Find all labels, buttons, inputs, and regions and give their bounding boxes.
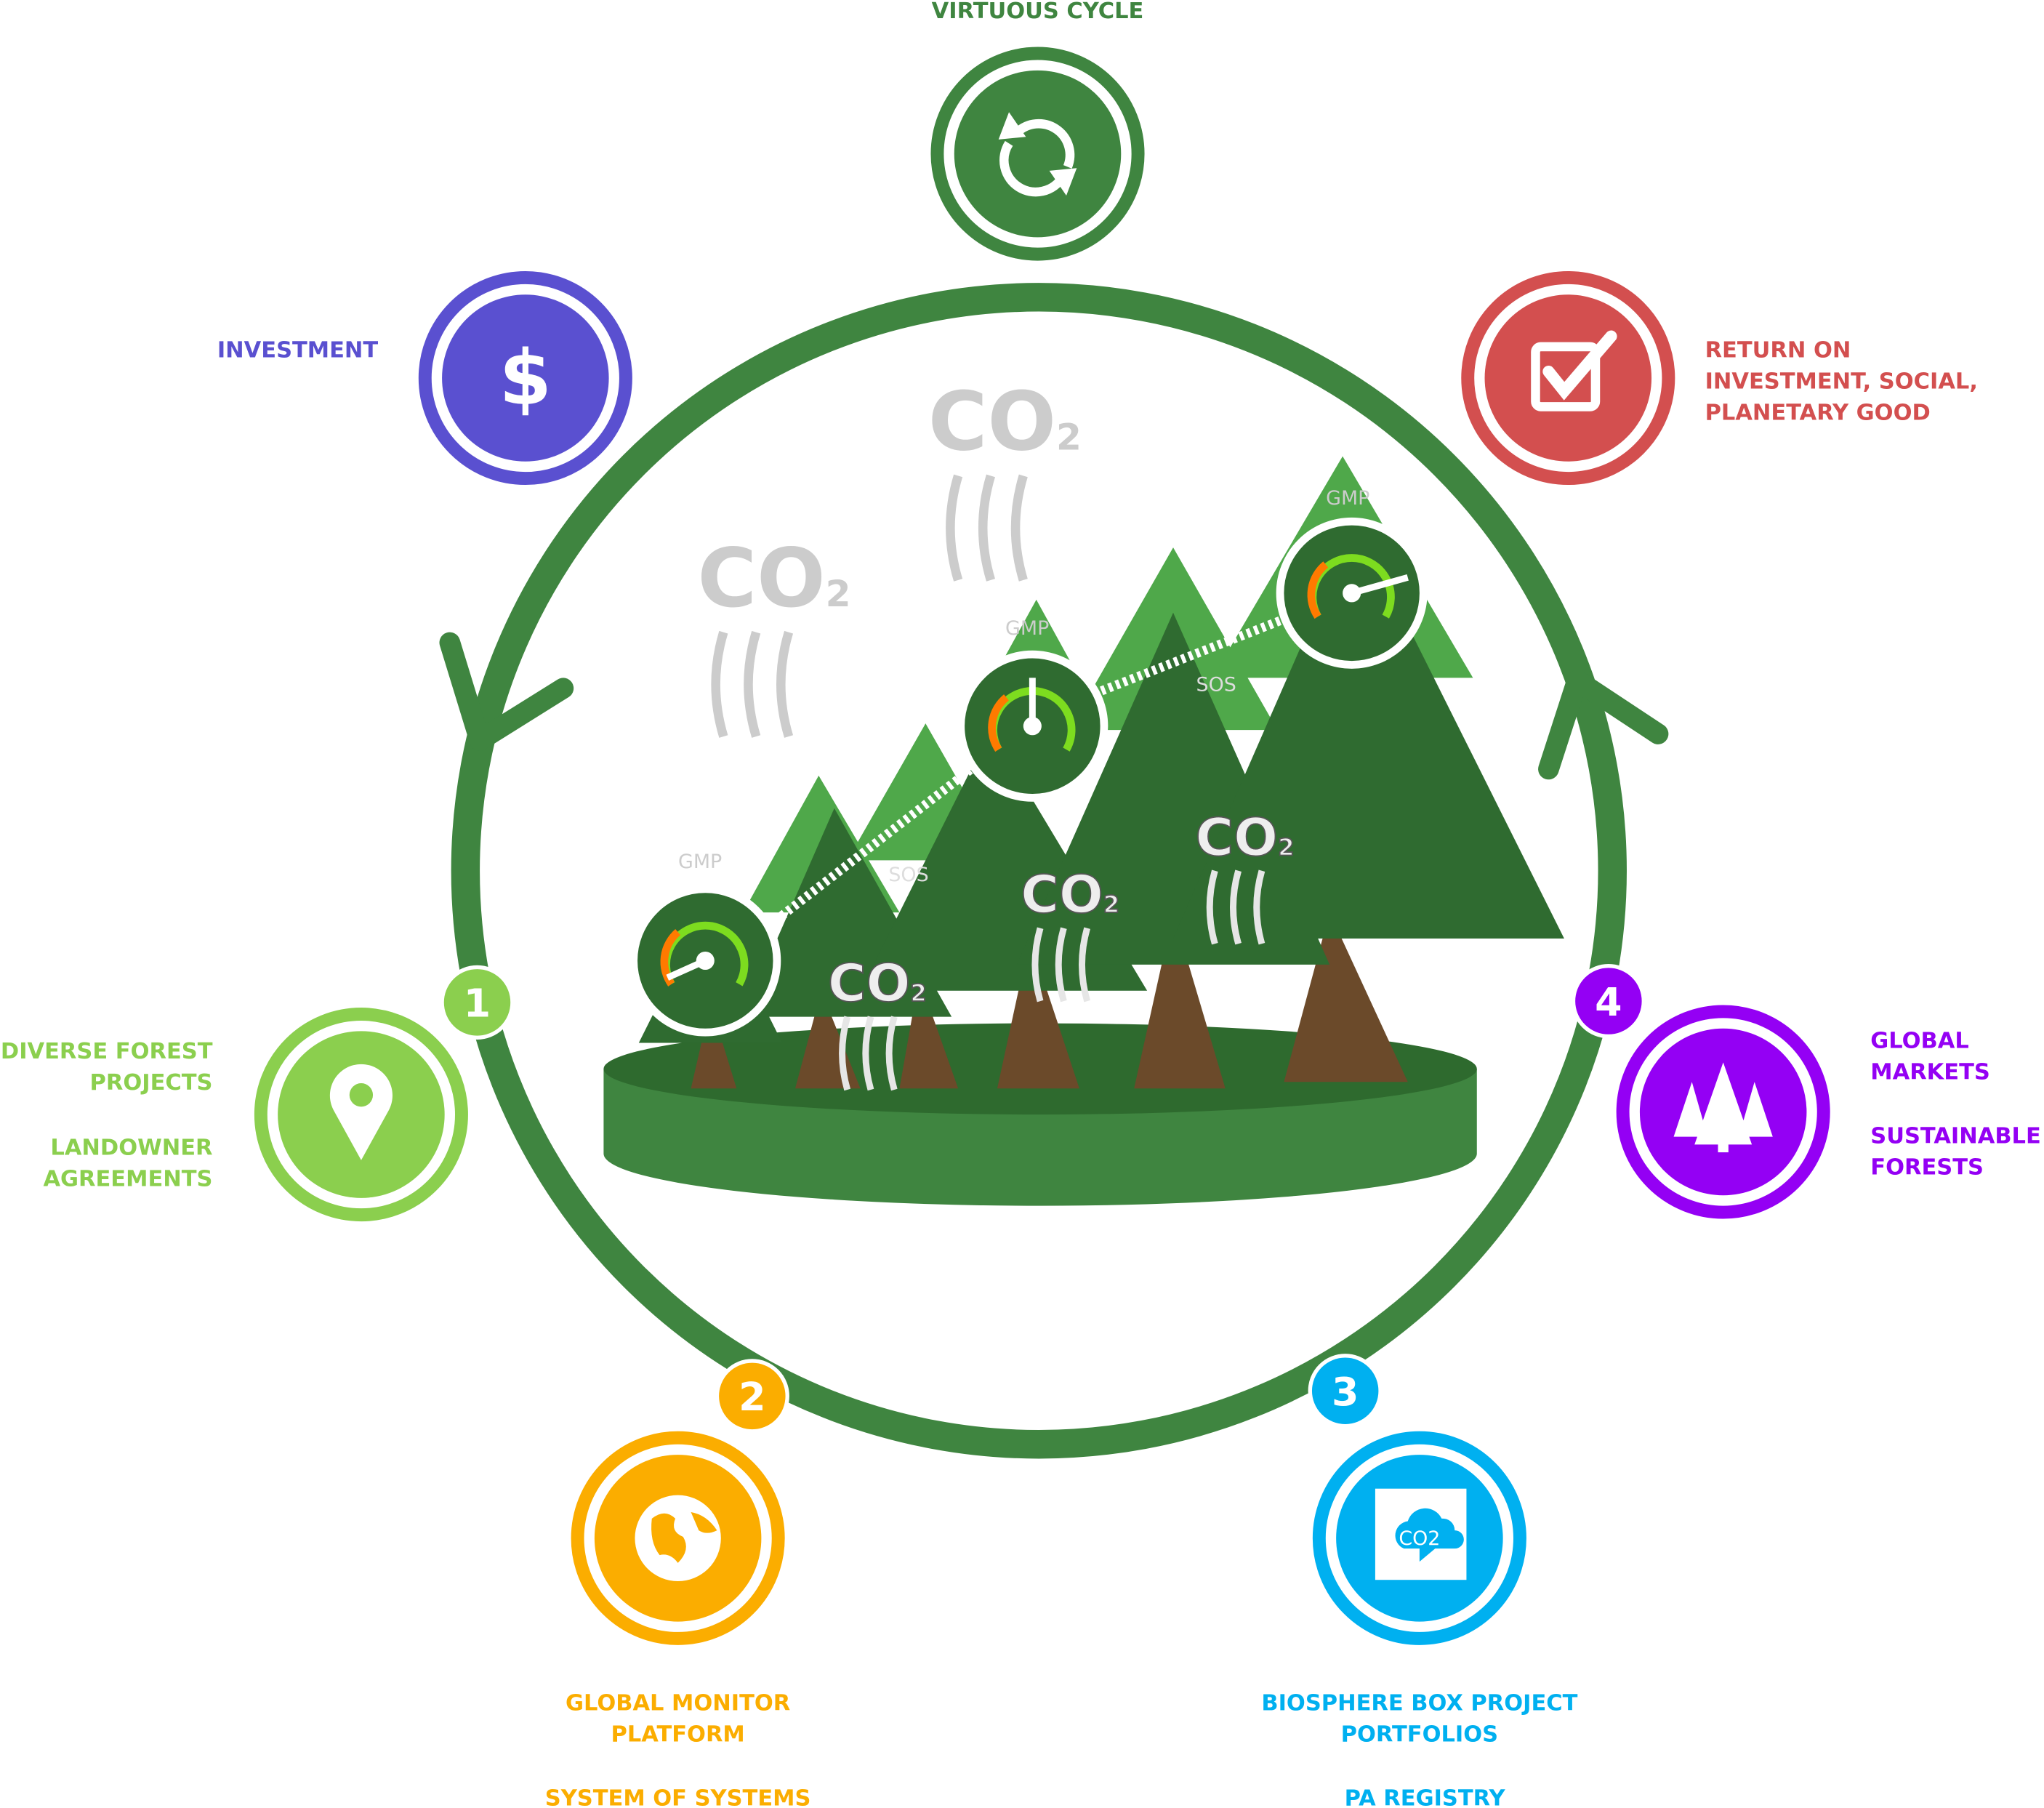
svg-text:GMP: GMP <box>1005 617 1049 640</box>
globe-icon <box>635 1495 721 1582</box>
tree-trunks <box>691 912 1408 1089</box>
cycle-arrowhead-left <box>439 632 574 751</box>
step2-node: 2 <box>571 1359 789 1645</box>
svg-text:CO2: CO2 <box>1399 1527 1440 1550</box>
co2-down-arrows <box>711 474 1028 738</box>
step3-node: CO2 3 <box>1308 1354 1526 1645</box>
sos-label: SOS <box>888 864 928 886</box>
svg-text:LANDOWNER: LANDOWNER <box>50 1136 212 1161</box>
step2-badge <box>715 1359 789 1434</box>
step1-badge <box>440 965 515 1040</box>
step2-number: 2 <box>739 1374 765 1420</box>
svg-text:DIVERSE FOREST: DIVERSE FOREST <box>1 1039 213 1064</box>
map-pin-icon <box>329 1064 393 1160</box>
checkbox-icon <box>1531 330 1617 411</box>
co2-cloud-icon: CO2 <box>1375 1488 1467 1580</box>
investment-label: INVESTMENT <box>217 337 379 363</box>
step1-node: 1 <box>254 965 515 1222</box>
return-label: RETURN ON INVESTMENT, SOCIAL, PLANETARY … <box>1705 337 1978 425</box>
step4-number: 4 <box>1595 979 1622 1025</box>
svg-text:GMP: GMP <box>678 851 722 873</box>
dollar-icon: $ <box>499 334 552 422</box>
sos-label: SOS <box>1196 673 1236 696</box>
svg-text:MARKETS: MARKETS <box>1870 1060 1990 1085</box>
step4-badge <box>1571 963 1646 1039</box>
refresh-icon <box>998 112 1077 197</box>
svg-text:RETURN ON: RETURN ON <box>1705 337 1851 363</box>
title: VIRTUOUS CYCLE <box>932 0 1144 24</box>
gauge-icon: GMP <box>1276 487 1428 669</box>
svg-text:CO2: CO2 <box>1195 806 1294 867</box>
svg-text:GLOBAL MONITOR: GLOBAL MONITOR <box>566 1691 790 1716</box>
svg-text:GMP: GMP <box>1326 487 1369 510</box>
svg-text:PORTFOLIOS: PORTFOLIOS <box>1341 1722 1498 1748</box>
svg-text:SUSTAINABLE: SUSTAINABLE <box>1870 1124 2041 1149</box>
step4-node: 4 <box>1571 963 1830 1219</box>
svg-text:CO2: CO2 <box>1021 864 1119 925</box>
gauge-icon: GMP <box>957 617 1108 802</box>
svg-text:FORESTS: FORESTS <box>1870 1155 1984 1181</box>
step3-badge <box>1308 1354 1383 1429</box>
sos-link <box>766 765 974 930</box>
svg-text:PROJECTS: PROJECTS <box>90 1070 213 1096</box>
co2-label: CO2 CO2 <box>698 376 1082 626</box>
svg-text:AGREEMENTS: AGREEMENTS <box>43 1167 212 1192</box>
gauge-icon: GMP <box>629 851 781 1037</box>
co2-down-arrows <box>839 869 1266 1091</box>
cycle-arrowhead-right <box>1538 670 1669 780</box>
step1-number: 1 <box>464 981 491 1026</box>
step4-label: GLOBAL MARKETS SUSTAINABLE FORESTS <box>1870 1029 2041 1181</box>
svg-text:BIOSPHERE BOX PROJECT: BIOSPHERE BOX PROJECT <box>1261 1691 1577 1716</box>
investment-node: $ <box>418 270 632 486</box>
cycle-node <box>930 47 1145 261</box>
svg-text:INVESTMENT, SOCIAL,: INVESTMENT, SOCIAL, <box>1705 369 1978 394</box>
svg-text:PA REGISTRY: PA REGISTRY <box>1345 1785 1506 1808</box>
sos-link <box>1100 614 1286 696</box>
forest-scene: SOS SOS GMP GMP GMP <box>603 376 1564 1206</box>
step3-label: BIOSPHERE BOX PROJECT PORTFOLIOS PA REGI… <box>1261 1691 1577 1808</box>
svg-text:GLOBAL: GLOBAL <box>1870 1029 1968 1054</box>
svg-text:CO2: CO2 <box>928 376 1082 470</box>
svg-text:CO2: CO2 <box>698 532 851 626</box>
tree-foliage <box>638 521 1564 1043</box>
svg-text:SYSTEM OF SYSTEMS: SYSTEM OF SYSTEMS <box>545 1785 811 1808</box>
svg-text:CO2: CO2 <box>828 952 927 1013</box>
svg-text:PLANETARY GOOD: PLANETARY GOOD <box>1705 400 1931 425</box>
step1-label: DIVERSE FOREST PROJECTS LANDOWNER AGREEM… <box>1 1039 213 1192</box>
cycle-ring <box>451 283 1627 1459</box>
co2-label: CO2 CO2 CO2 <box>827 805 1295 1014</box>
step2-label: GLOBAL MONITOR PLATFORM SYSTEM OF SYSTEM… <box>545 1691 811 1808</box>
return-node <box>1461 270 1675 486</box>
svg-text:PLATFORM: PLATFORM <box>611 1722 745 1748</box>
step3-number: 3 <box>1332 1369 1359 1415</box>
pine-trees-icon <box>1673 1062 1773 1153</box>
